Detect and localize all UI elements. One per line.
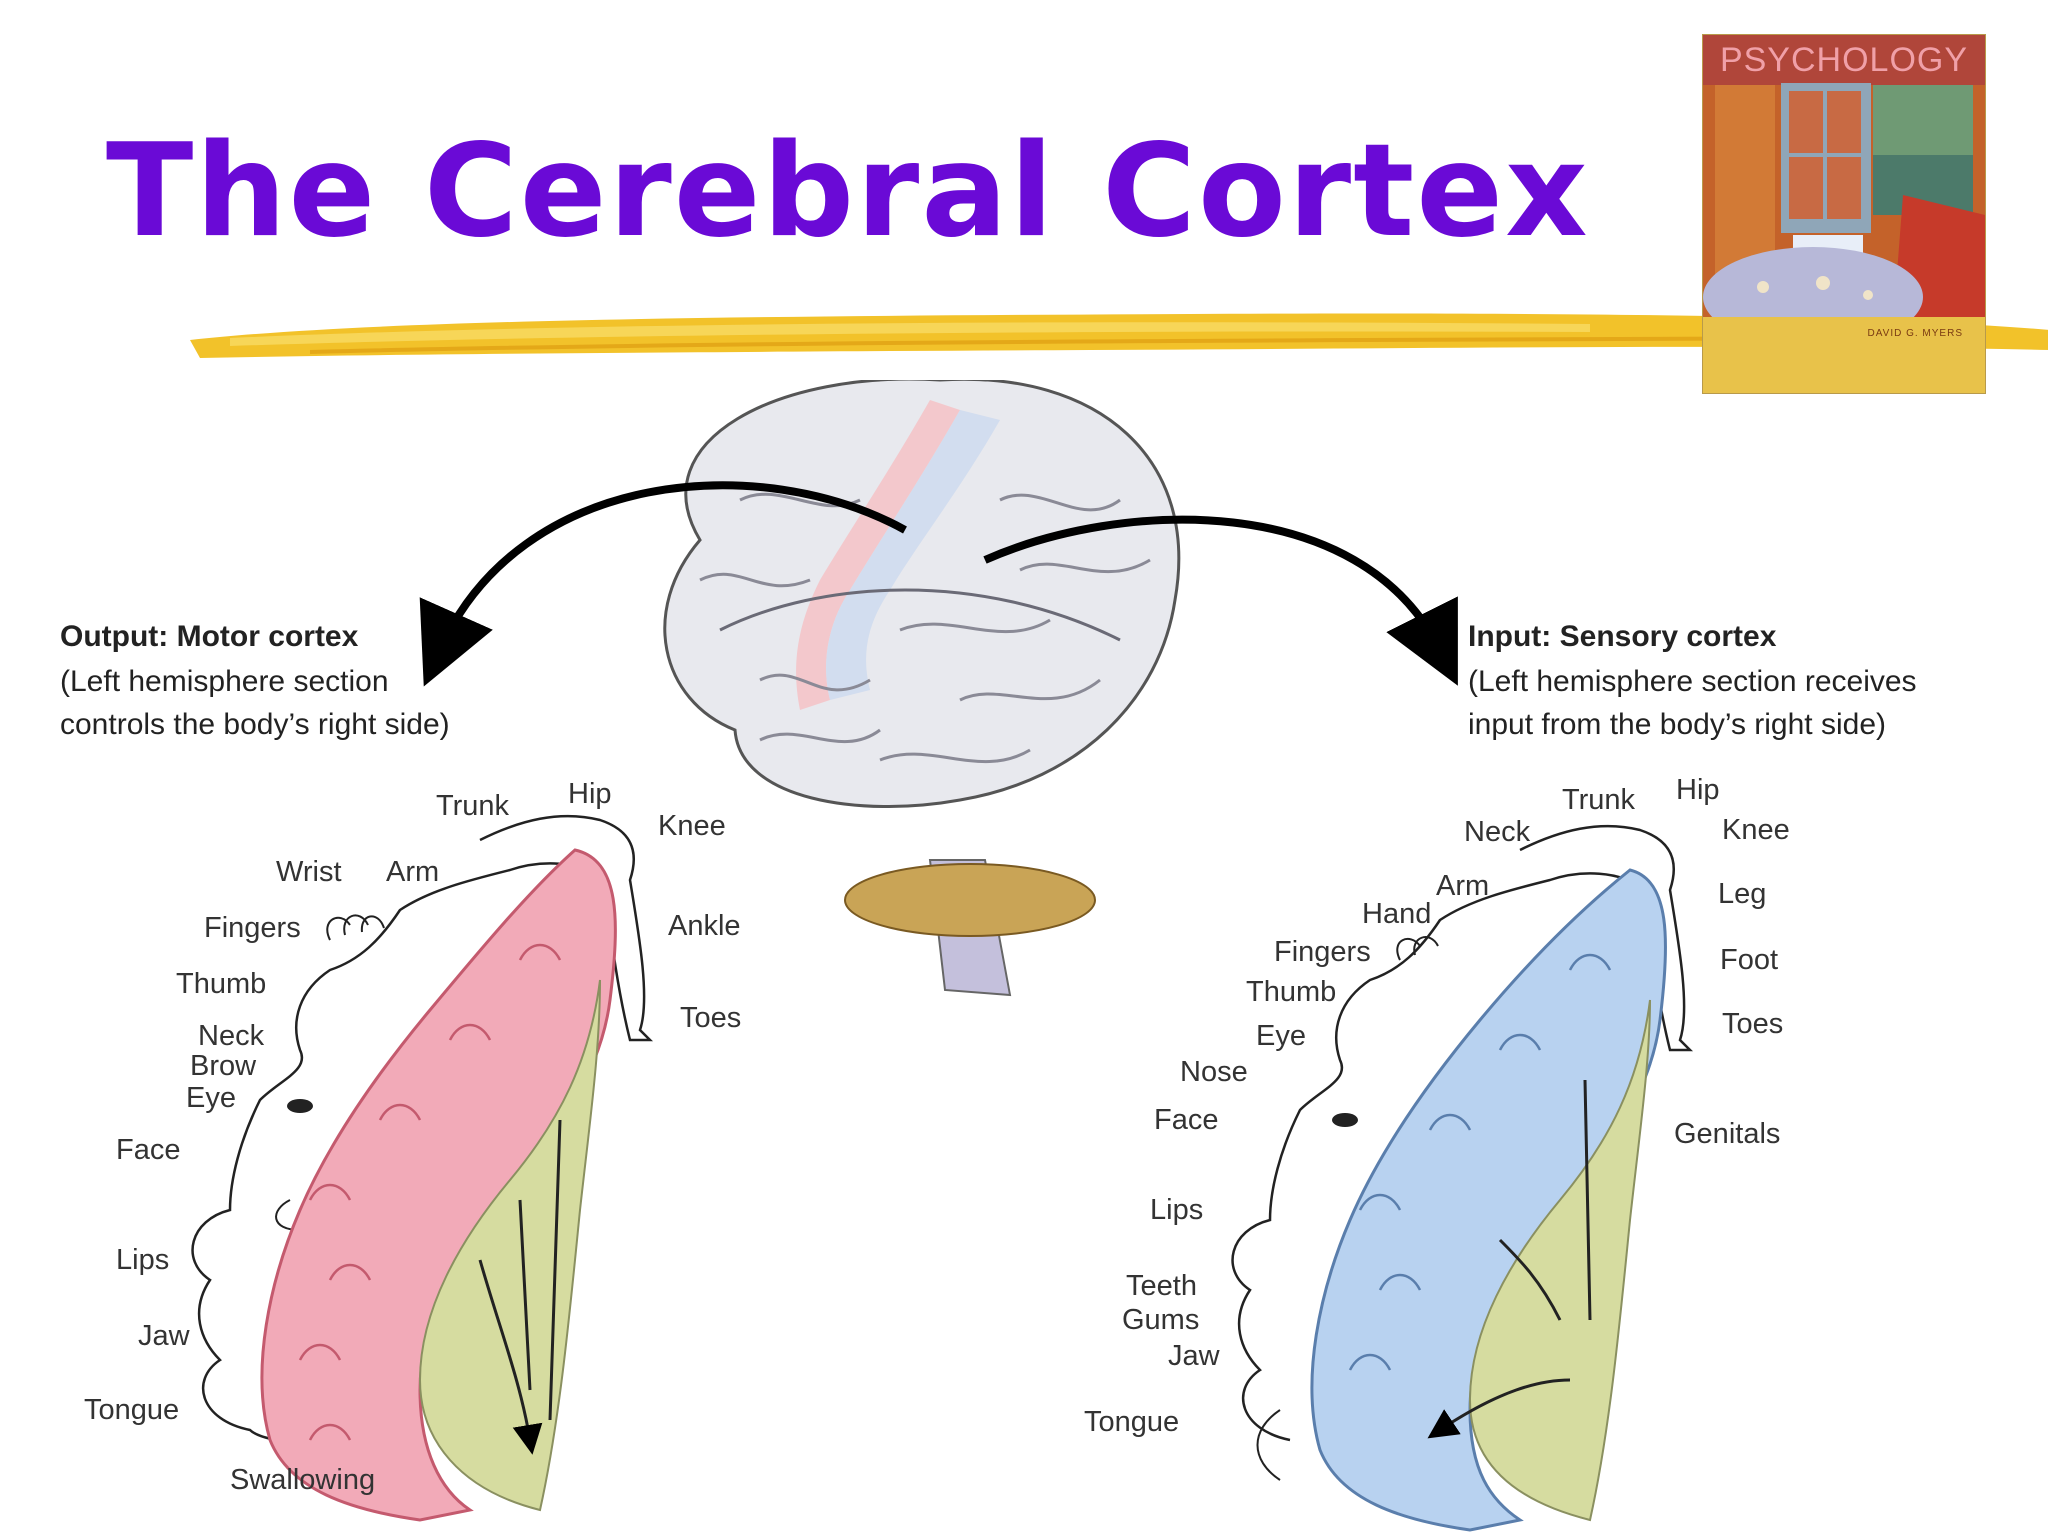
sensory-cortex-heading: Input: Sensory cortex: [1468, 620, 1777, 653]
accent-brush-stroke: [190, 313, 2048, 358]
sensory-label-trunk: Trunk: [1562, 784, 1636, 816]
sensory-label-arm: Arm: [1436, 870, 1490, 902]
motor-label-brow: Brow: [190, 1050, 257, 1082]
sensory-label-eye: Eye: [1256, 1020, 1306, 1052]
sensory-label-thumb: Thumb: [1246, 976, 1337, 1008]
slide-title: The Cerebral Cortex: [106, 117, 1590, 266]
motor-label-trunk: Trunk: [436, 790, 510, 822]
motor-label-fingers: Fingers: [204, 912, 301, 944]
brain-illustration: [663, 380, 1181, 997]
book-cover-painting: [1703, 35, 1985, 393]
motor-label-tongue: Tongue: [84, 1394, 180, 1426]
sensory-label-fingers: Fingers: [1274, 936, 1371, 968]
motor-cortex-desc-line1: (Left hemisphere section: [60, 665, 389, 698]
motor-label-ankle: Ankle: [668, 910, 741, 942]
sensory-label-knee: Knee: [1722, 814, 1790, 846]
sensory-label-hip: Hip: [1676, 774, 1720, 806]
sensory-cortex-section: [1231, 824, 1694, 1532]
motor-label-neck: Neck: [198, 1020, 265, 1052]
sensory-label-hand: Hand: [1362, 898, 1432, 930]
motor-label-jaw: Jaw: [138, 1320, 190, 1352]
motor-label-arm: Arm: [386, 856, 440, 888]
sensory-label-foot: Foot: [1720, 944, 1779, 976]
sensory-label-jaw: Jaw: [1168, 1340, 1220, 1372]
motor-label-lips: Lips: [116, 1244, 170, 1276]
sensory-label-genitals: Genitals: [1674, 1118, 1781, 1150]
motor-label-hip: Hip: [568, 778, 612, 810]
book-cover-image: PSYCHOLOGY DAVID G. MYERS: [1702, 34, 1986, 394]
sensory-cortex-desc-line2: input from the body’s right side): [1468, 708, 1886, 741]
motor-cortex-heading: Output: Motor cortex: [60, 620, 359, 653]
motor-label-wrist: Wrist: [276, 856, 342, 888]
motor-label-thumb: Thumb: [176, 968, 267, 1000]
motor-cortex-section: [191, 814, 654, 1522]
motor-label-face: Face: [116, 1134, 181, 1166]
motor-label-eye: Eye: [186, 1082, 236, 1114]
motor-label-knee: Knee: [658, 810, 726, 842]
book-cover-title: PSYCHOLOGY: [1719, 41, 1969, 79]
sensory-cortex-desc-line1: (Left hemisphere section receives: [1468, 665, 1917, 698]
sensory-label-face: Face: [1154, 1104, 1219, 1136]
sensory-label-toes: Toes: [1722, 1008, 1784, 1040]
cortex-diagram-drawing: [191, 380, 1694, 1532]
sensory-label-teeth: Teeth: [1126, 1270, 1197, 1302]
motor-label-swallowing: Swallowing: [230, 1464, 376, 1496]
cortex-diagram: Output: Motor cortex (Left hemisphere se…: [0, 380, 2048, 1536]
sensory-label-gums: Gums: [1122, 1304, 1200, 1336]
sensory-label-tongue: Tongue: [1084, 1406, 1180, 1438]
sensory-label-leg: Leg: [1718, 878, 1767, 910]
sensory-label-nose: Nose: [1180, 1056, 1248, 1088]
motor-label-toes: Toes: [680, 1002, 742, 1034]
sensory-label-lips: Lips: [1150, 1194, 1204, 1226]
sensory-label-neck: Neck: [1464, 816, 1531, 848]
motor-cortex-desc-line2: controls the body’s right side): [60, 708, 450, 741]
book-cover-author: DAVID G. MYERS: [1867, 328, 1963, 339]
